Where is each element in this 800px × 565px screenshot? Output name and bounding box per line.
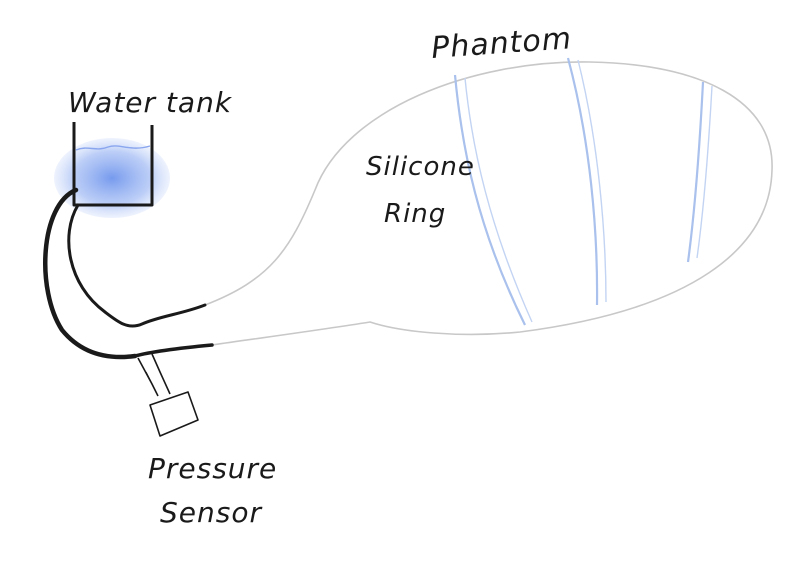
phantom-label: Phantom <box>430 21 573 66</box>
tube-inner <box>67 203 207 328</box>
silicone-ring-2 <box>566 57 599 306</box>
sensor-label-line2: Sensor <box>160 496 262 529</box>
silicone-ring-1 <box>453 74 526 326</box>
ring-label-line2: Ring <box>384 199 446 229</box>
pressure-label-line1: Pressure <box>148 452 277 485</box>
silicone-label-line1: Silicone <box>366 152 475 182</box>
water-glow <box>54 138 170 218</box>
tank-walls <box>72 122 154 207</box>
silicone-ring-2-inner <box>577 59 607 303</box>
sensor-connector-mid <box>145 371 157 393</box>
tube-lower-connector <box>133 343 214 358</box>
sensor-connector-right <box>151 353 171 395</box>
water-surface <box>75 145 151 151</box>
silicone-ring-3-inner <box>696 85 713 259</box>
tube-outer <box>43 187 138 360</box>
water-tank-label: Water tank <box>68 86 233 119</box>
silicone-rings <box>453 57 713 326</box>
tubing <box>43 187 214 397</box>
silicone-ring-3 <box>686 81 705 263</box>
water-tank <box>54 122 170 218</box>
phantom-outline <box>204 61 773 346</box>
silicone-ring-1-inner <box>464 77 533 323</box>
pressure-sensor-box <box>149 391 199 437</box>
